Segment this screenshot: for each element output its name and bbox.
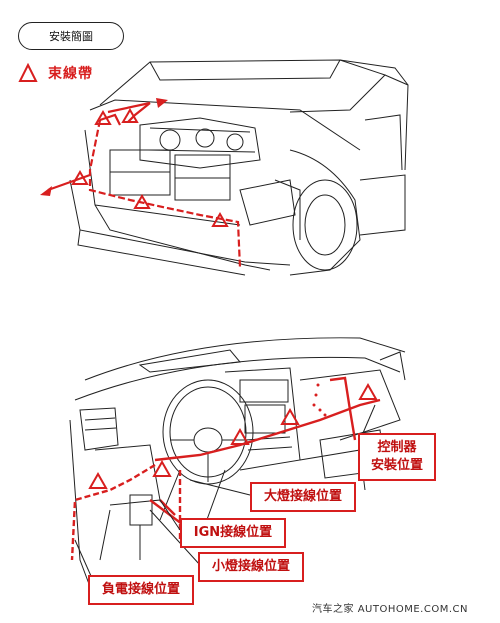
watermark: 汽车之家 AUTOHOME.COM.CN (312, 604, 468, 615)
small-light-wiring-callout: 小燈接線位置 (198, 552, 304, 582)
controller-label-line1: 控制器 (377, 440, 417, 455)
legend: 束線帶 (18, 62, 93, 84)
page-title: 安裝簡圖 (18, 22, 124, 50)
headlight-wiring-callout: 大燈接線位置 (250, 482, 356, 512)
controller-label-line2: 安裝位置 (370, 458, 423, 473)
ign-wiring-callout: IGN接線位置 (180, 518, 286, 548)
negative-wiring-callout: 負電接線位置 (88, 575, 194, 605)
legend-label: 束線帶 (48, 66, 93, 82)
controller-position-callout: 控制器 安裝位置 (358, 433, 436, 481)
triangle-icon (18, 63, 38, 82)
engine-bay-illustration (40, 59, 409, 276)
